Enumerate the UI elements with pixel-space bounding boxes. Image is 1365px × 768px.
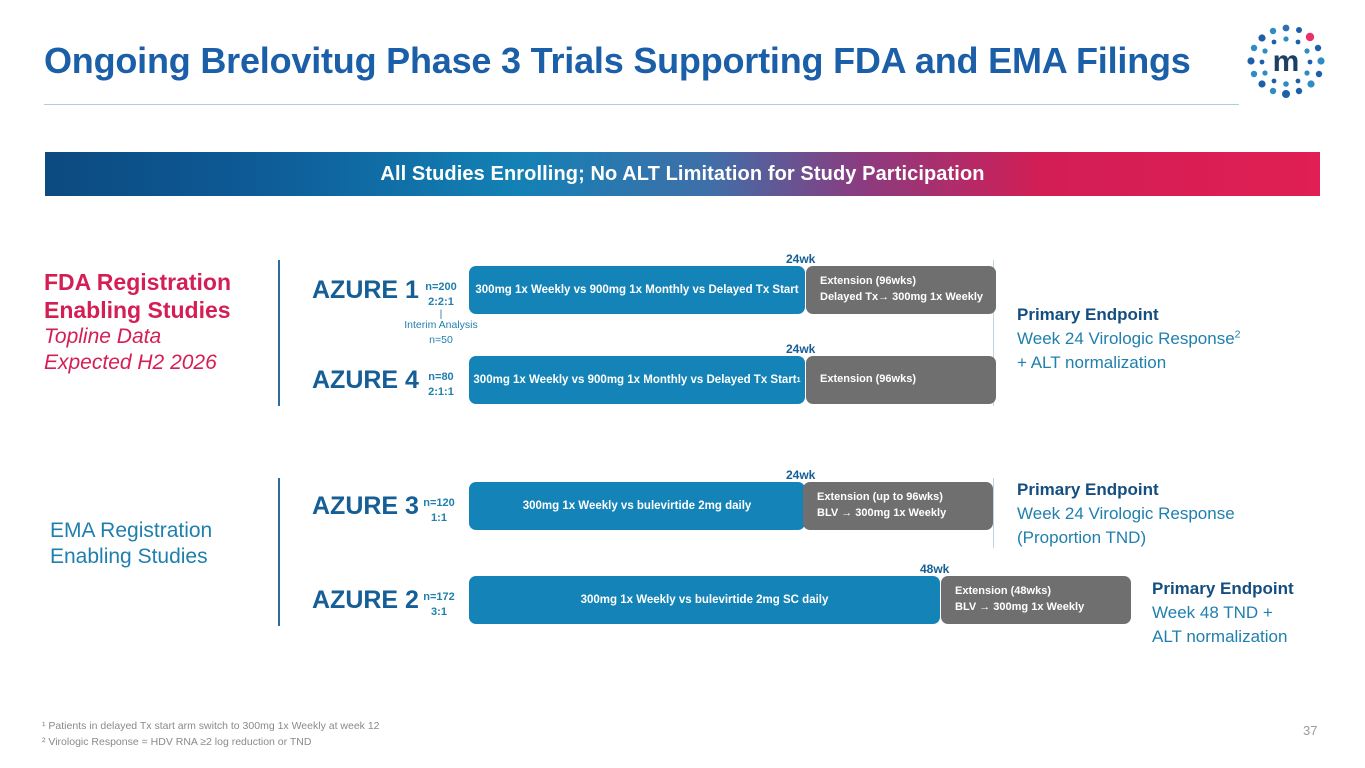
title-divider-rule — [44, 104, 1239, 105]
azure-3-ratio: 1:1 — [431, 511, 447, 524]
treatment-bar-azure-1: 300mg 1x Weekly vs 900mg 1x Monthly vs D… — [469, 266, 805, 314]
ema-label-line-2: Enabling Studies — [50, 544, 208, 568]
treatment-bar-azure-3: 300mg 1x Weekly vs bulevirtide 2mg daily — [469, 482, 805, 530]
section-divider-ema-right — [993, 478, 994, 548]
section-label-ema: EMA Registration Enabling Studies — [50, 518, 290, 569]
study-name-azure-1: AZURE 1 — [312, 276, 419, 304]
interim-tick-mark: | — [439, 308, 443, 320]
extension-bar-azure-2: Extension (48wks) BLV → 300mg 1x Weekly — [941, 576, 1131, 624]
extension-bar-azure-1-line-1: Extension (96wks) — [820, 275, 916, 288]
treatment-bar-azure-2-text: 300mg 1x Weekly vs bulevirtide 2mg SC da… — [580, 594, 829, 606]
study-name-azure-4: AZURE 4 — [312, 366, 419, 394]
study-enrollment-azure-1: n=200 2:2:1 — [406, 280, 476, 310]
status-banner-text: All Studies Enrolling; No ALT Limitation… — [380, 162, 985, 185]
study-enrollment-azure-4: n=80 2:1:1 — [406, 370, 476, 400]
ema-label-line-1: EMA Registration — [50, 519, 213, 542]
footnotes: ¹ Patients in delayed Tx start arm switc… — [42, 718, 380, 751]
company-logo-icon: m — [1243, 21, 1329, 103]
treatment-bar-azure-4-text: 300mg 1x Weekly vs 900mg 1x Monthly vs D… — [473, 374, 797, 386]
study-enrollment-azure-3: n=120 1:1 — [404, 496, 474, 526]
page-title: Ongoing Brelovitug Phase 3 Trials Suppor… — [44, 40, 1191, 81]
section-divider-fda-left — [278, 260, 280, 406]
treatment-bar-azure-4-footnote-ref: 1 — [796, 376, 801, 384]
study-enrollment-azure-2: n=172 3:1 — [404, 590, 474, 620]
footnote-2: ² Virologic Response = HDV RNA ≥2 log re… — [42, 736, 312, 749]
week-label-azure-1: 24wk — [786, 252, 816, 266]
section-label-fda: FDA Registration Enabling Studies Toplin… — [44, 268, 284, 375]
endpoint-azure-3: Primary Endpoint Week 24 Virologic Respo… — [1017, 478, 1235, 550]
endpoint-azure-3-title: Primary Endpoint — [1017, 480, 1159, 499]
extension-bar-azure-3: Extension (up to 96wks) BLV → 300mg 1x W… — [803, 482, 993, 530]
azure-2-n: n=172 — [423, 591, 455, 603]
treatment-bar-azure-2: 300mg 1x Weekly vs bulevirtide 2mg SC da… — [469, 576, 940, 624]
extension-bar-azure-2-line-2: BLV → 300mg 1x Weekly — [955, 601, 1085, 613]
azure-1-n: n=200 — [425, 281, 457, 293]
logo-letter-m: m — [1273, 45, 1300, 78]
endpoint-azure-2-line-1: Week 48 TND + — [1152, 603, 1273, 623]
interim-analysis-label: Interim Analysis — [404, 319, 478, 332]
extension-bar-azure-1-line-2: Delayed Tx→ 300mg 1x Weekly — [820, 291, 984, 303]
azure-2-ratio: 3:1 — [431, 605, 447, 618]
interim-analysis-azure-1: | Interim Analysis n=50 — [396, 308, 486, 347]
endpoint-azure-2-title: Primary Endpoint — [1152, 579, 1294, 598]
status-banner: All Studies Enrolling; No ALT Limitation… — [45, 152, 1320, 196]
treatment-bar-azure-3-text: 300mg 1x Weekly vs bulevirtide 2mg daily — [522, 500, 752, 512]
week-label-azure-3: 24wk — [786, 468, 816, 482]
azure-1-ratio: 2:2:1 — [428, 295, 454, 308]
endpoint-azure-3-line-2: (Proportion TND) — [1017, 528, 1147, 548]
extension-bar-azure-4-line-1: Extension (96wks) — [820, 373, 916, 386]
azure-4-ratio: 2:1:1 — [428, 385, 454, 398]
study-name-azure-2: AZURE 2 — [312, 586, 419, 614]
endpoint-azure-2-line-2: ALT normalization — [1152, 627, 1288, 647]
fda-label-line-3: Topline Data — [44, 325, 162, 349]
extension-bar-azure-3-line-2: BLV → 300mg 1x Weekly — [817, 507, 947, 519]
treatment-bar-azure-4: 300mg 1x Weekly vs 900mg 1x Monthly vs D… — [469, 356, 805, 404]
page-number: 37 — [1303, 723, 1318, 738]
study-name-azure-3: AZURE 3 — [312, 492, 419, 520]
week-label-azure-2: 48wk — [920, 562, 950, 576]
treatment-bar-azure-1-text: 300mg 1x Weekly vs 900mg 1x Monthly vs D… — [475, 284, 799, 296]
fda-label-line-4: Expected H2 2026 — [44, 350, 217, 374]
extension-bar-azure-2-line-1: Extension (48wks) — [955, 585, 1051, 598]
section-divider-ema-left — [278, 478, 280, 626]
extension-bar-azure-3-line-1: Extension (up to 96wks) — [817, 491, 943, 504]
endpoint-azure-3-line-1: Week 24 Virologic Response — [1017, 504, 1235, 524]
extension-bar-azure-4: Extension (96wks) — [806, 356, 996, 404]
endpoint-fda-line-2: + ALT normalization — [1017, 353, 1167, 373]
endpoint-fda: Primary Endpoint Week 24 Virologic Respo… — [1017, 303, 1241, 375]
interim-analysis-n: n=50 — [429, 333, 453, 346]
section-divider-fda-right — [993, 260, 994, 406]
endpoint-azure-2: Primary Endpoint Week 48 TND + ALT norma… — [1152, 577, 1294, 649]
azure-3-n: n=120 — [423, 497, 455, 509]
endpoint-fda-line-1-text: Week 24 Virologic Response — [1017, 329, 1235, 349]
week-label-azure-4: 24wk — [786, 342, 816, 356]
extension-bar-azure-1: Extension (96wks) Delayed Tx→ 300mg 1x W… — [806, 266, 996, 314]
fda-label-line-2: Enabling Studies — [44, 297, 231, 324]
fda-label-line-1: FDA Registration — [44, 269, 231, 295]
endpoint-fda-footnote-ref: 2 — [1234, 328, 1241, 341]
endpoint-fda-title: Primary Endpoint — [1017, 305, 1159, 324]
footnote-1: ¹ Patients in delayed Tx start arm switc… — [42, 720, 380, 732]
azure-4-n: n=80 — [428, 371, 454, 383]
endpoint-fda-line-1: Week 24 Virologic Response2 — [1017, 327, 1241, 351]
